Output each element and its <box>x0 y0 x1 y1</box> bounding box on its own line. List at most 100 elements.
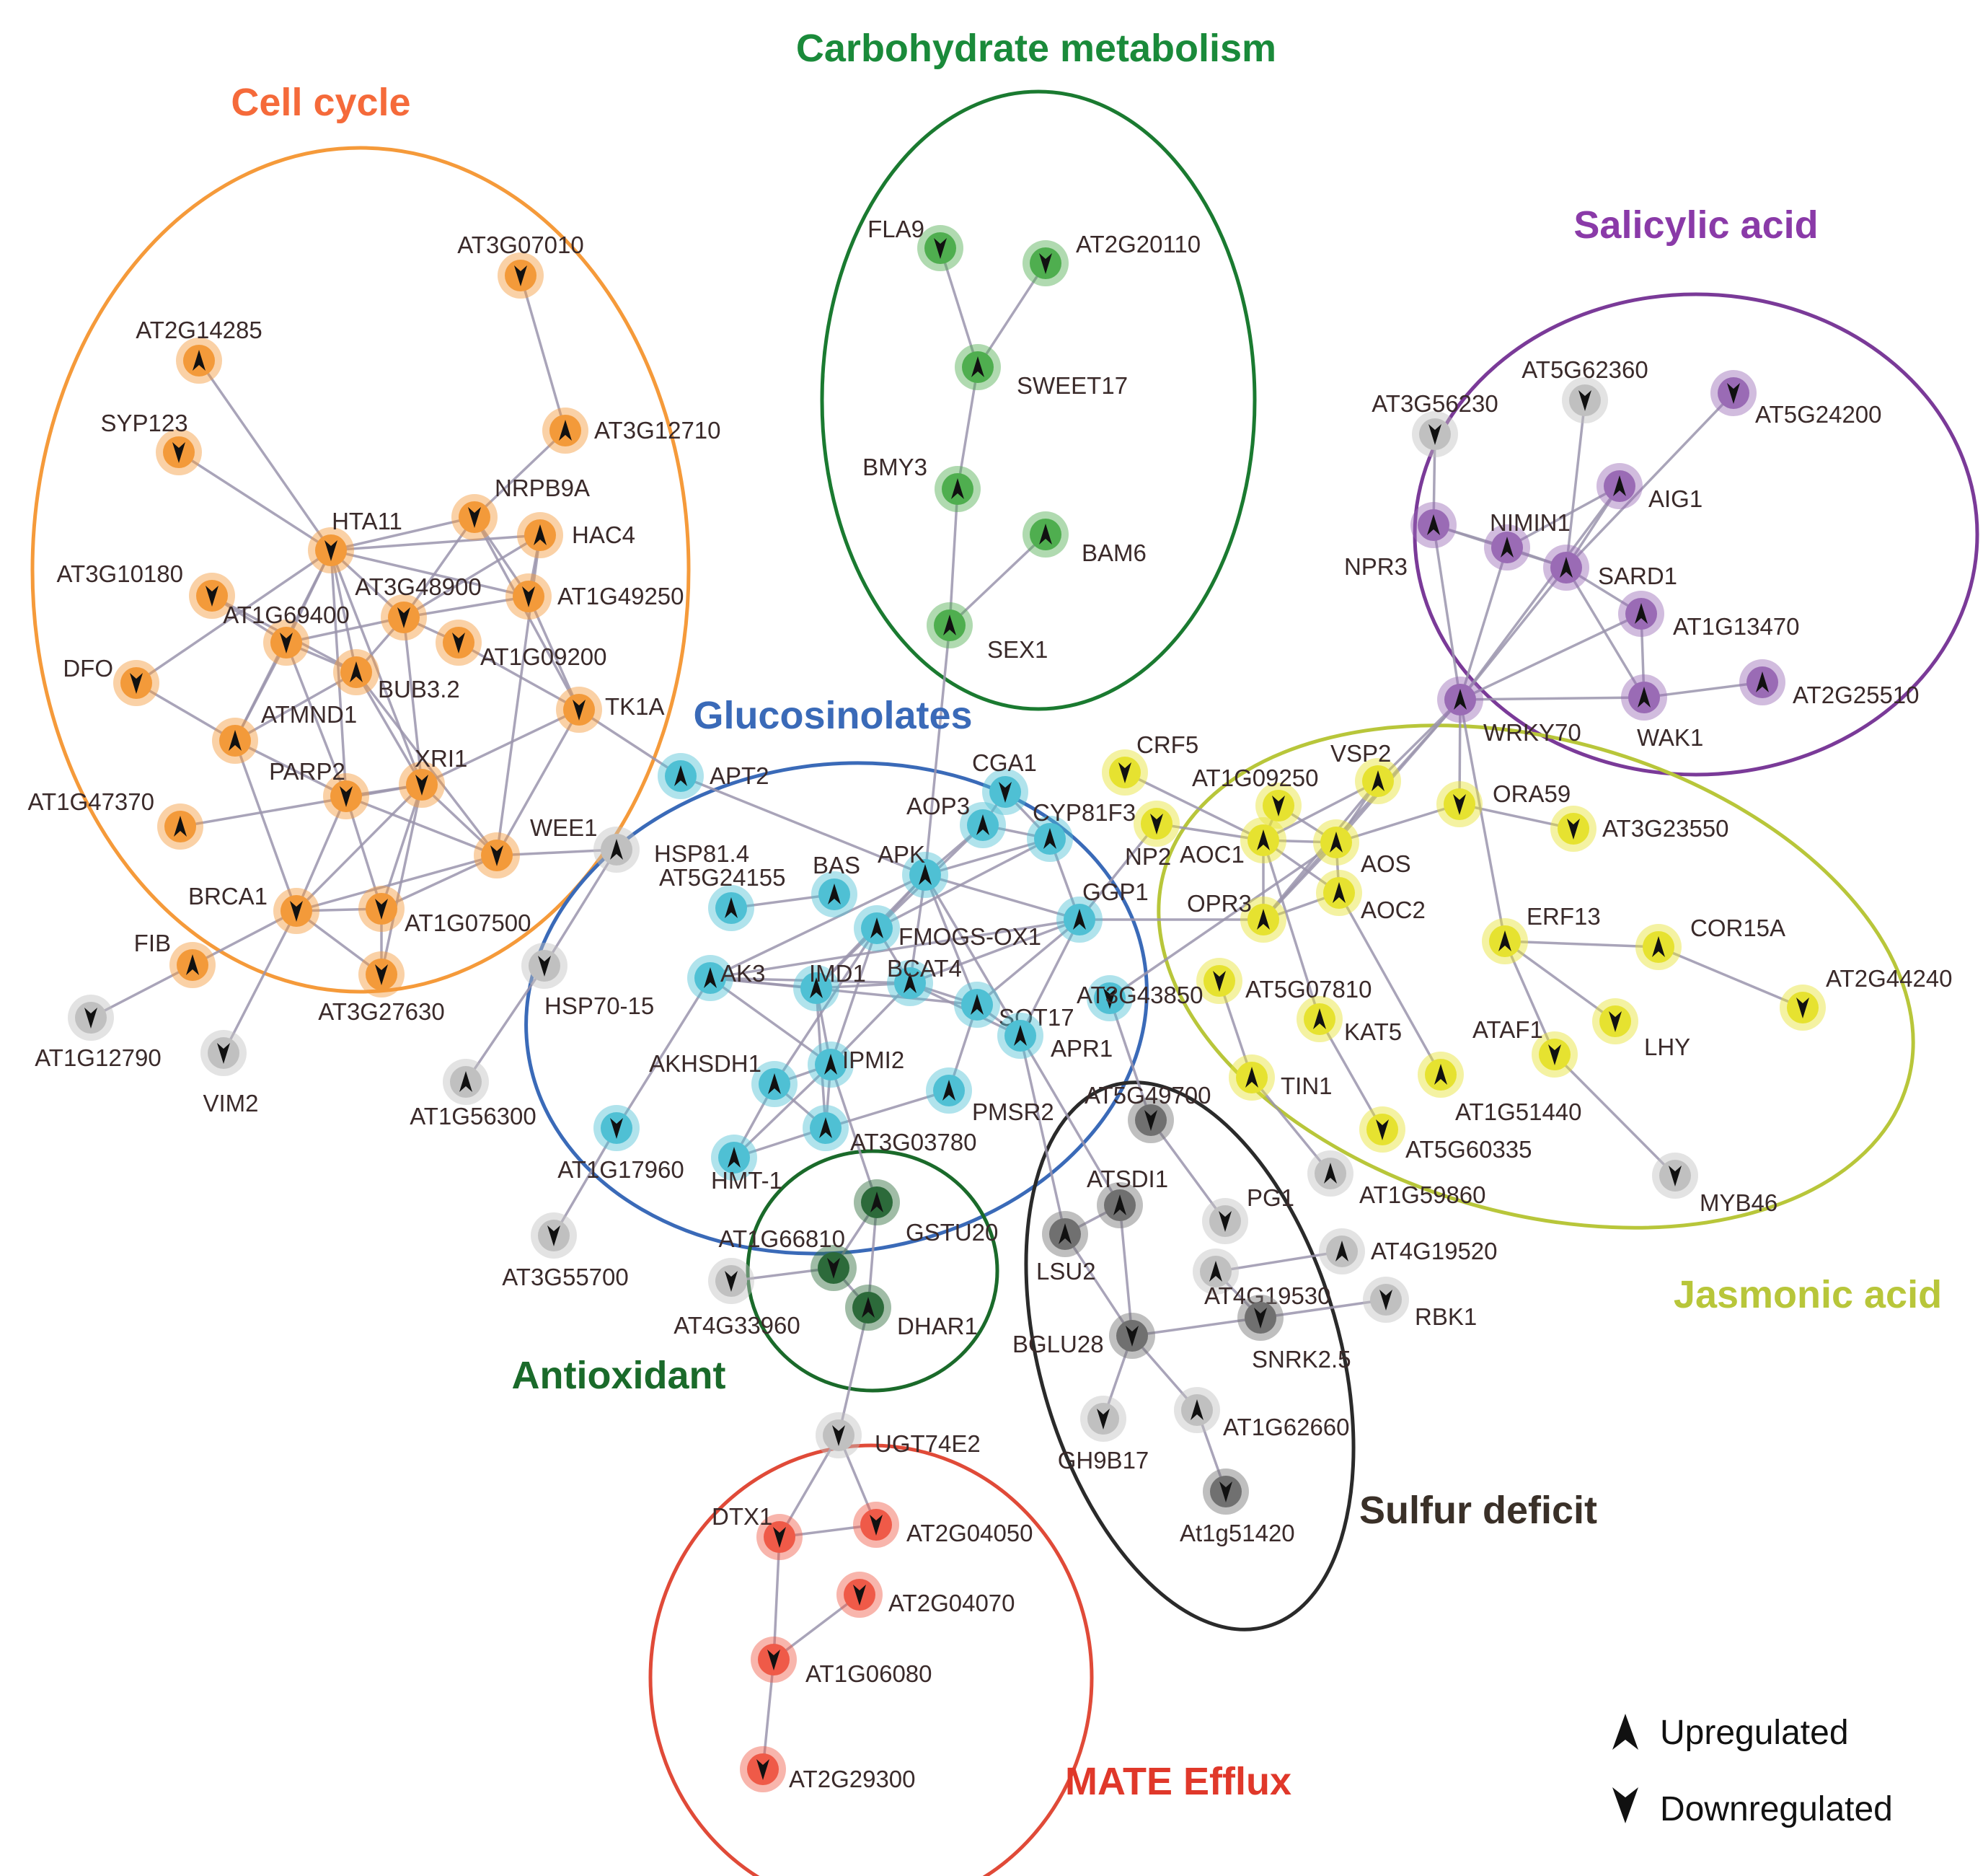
node-at1g12790[interactable]: AT1G12790 <box>35 995 162 1071</box>
node-at3g10180[interactable]: AT3G10180 <box>56 560 235 619</box>
node-at1g62660[interactable]: AT1G62660 <box>1174 1387 1350 1440</box>
node-syp123[interactable]: SYP123 <box>100 410 202 475</box>
node-rbk1[interactable]: RBK1 <box>1363 1277 1477 1330</box>
node-npr3[interactable]: NPR3 <box>1344 502 1457 580</box>
node-bmy3[interactable]: BMY3 <box>862 454 981 512</box>
node-vsp2[interactable]: VSP2 <box>1330 740 1401 804</box>
node-bam6[interactable]: BAM6 <box>1023 511 1147 566</box>
node-at1g17960[interactable]: AT1G17960 <box>557 1105 684 1183</box>
node-at5g62360[interactable]: AT5G62360 <box>1522 356 1648 423</box>
node-cga1[interactable]: CGA1 <box>972 749 1037 815</box>
node-at3g12710[interactable]: AT3G12710 <box>542 408 721 454</box>
node-bas[interactable]: BAS <box>811 852 860 917</box>
node-at2g44240[interactable]: AT2G44240 <box>1780 965 1953 1031</box>
node-at2g25510[interactable]: AT2G25510 <box>1739 659 1920 708</box>
node-wrky70[interactable]: WRKY70 <box>1437 677 1581 746</box>
node-at4g19530[interactable]: AT4G19530 <box>1193 1249 1331 1309</box>
node-at1g06080[interactable]: AT1G06080 <box>751 1637 932 1687</box>
node-np2[interactable]: NP2 <box>1125 801 1180 870</box>
node-at5g07810[interactable]: AT5G07810 <box>1196 958 1372 1004</box>
node-vim2[interactable]: VIM2 <box>200 1030 259 1117</box>
node-sex1[interactable]: SEX1 <box>927 602 1048 663</box>
node-at3g43850[interactable]: AT3G43850 <box>1077 975 1204 1021</box>
node-hta11[interactable]: HTA11 <box>308 508 402 573</box>
node-at2g14285[interactable]: AT2G14285 <box>136 317 262 384</box>
node-at1g47370[interactable]: AT1G47370 <box>27 788 203 850</box>
node-at1g09250[interactable]: AT1G09250 <box>1192 765 1319 829</box>
node-kat5[interactable]: KAT5 <box>1297 996 1402 1045</box>
node-at2g29300[interactable]: AT2G29300 <box>740 1746 916 1792</box>
node-hac4[interactable]: HAC4 <box>517 512 635 558</box>
node-bglu28[interactable]: BGLU28 <box>1012 1313 1155 1359</box>
node-at1g66810[interactable]: AT1G66810 <box>718 1225 857 1291</box>
node-ataf1[interactable]: ATAF1 <box>1472 1016 1578 1078</box>
node-pmsr2[interactable]: PMSR2 <box>926 1067 1054 1125</box>
node-lsu2[interactable]: LSU2 <box>1036 1211 1096 1285</box>
node-atmnd1[interactable]: ATMND1 <box>212 701 357 764</box>
node-apt2[interactable]: APT2 <box>658 753 769 799</box>
node-snrk2-5[interactable]: SNRK2.5 <box>1237 1295 1351 1373</box>
node-nimin1[interactable]: NIMIN1 <box>1484 509 1571 571</box>
node-at3g23550[interactable]: AT3G23550 <box>1550 806 1729 852</box>
node-opr3[interactable]: OPR3 <box>1187 890 1286 943</box>
node-ugt74e2[interactable]: UGT74E2 <box>816 1412 981 1458</box>
node-apk[interactable]: APK <box>878 841 948 898</box>
node-aig1[interactable]: AIG1 <box>1596 463 1702 512</box>
node-bub3-2[interactable]: BUB3.2 <box>333 649 460 703</box>
node-at1g59860[interactable]: AT1G59860 <box>1307 1150 1486 1208</box>
node-at2g20110[interactable]: AT2G20110 <box>1023 231 1201 286</box>
node-aoc1[interactable]: AOC1 <box>1180 817 1286 868</box>
node-hmt-1[interactable]: HMT-1 <box>711 1135 782 1194</box>
node-at2g04070[interactable]: AT2G04070 <box>836 1572 1015 1618</box>
node-gstu20[interactable]: GSTU20 <box>854 1179 998 1246</box>
node-at3g07010[interactable]: AT3G07010 <box>457 232 584 299</box>
node-myb46[interactable]: MYB46 <box>1652 1153 1777 1216</box>
node-tin1[interactable]: TIN1 <box>1229 1054 1333 1101</box>
node-at1g56300[interactable]: AT1G56300 <box>410 1059 536 1129</box>
node-nrpb9a[interactable]: NRPB9A <box>451 475 590 540</box>
node-fla9[interactable]: FLA9 <box>867 216 963 271</box>
node-akhsdh1[interactable]: AKHSDH1 <box>649 1050 798 1107</box>
node-at3g56230[interactable]: AT3G56230 <box>1372 390 1498 457</box>
node-at1g13470[interactable]: AT1G13470 <box>1618 591 1800 640</box>
node-xri1[interactable]: XRI1 <box>399 745 467 808</box>
node-at5g24200[interactable]: AT5G24200 <box>1710 370 1882 428</box>
node-at4g33960[interactable]: AT4G33960 <box>673 1258 800 1339</box>
node-sard1[interactable]: SARD1 <box>1543 545 1677 591</box>
node-pg1[interactable]: PG1 <box>1202 1184 1294 1244</box>
node-brca1[interactable]: BRCA1 <box>188 883 319 934</box>
node-apr1[interactable]: APR1 <box>997 1013 1113 1062</box>
node-at5g60335[interactable]: AT5G60335 <box>1359 1106 1532 1163</box>
node-lhy[interactable]: LHY <box>1592 998 1690 1060</box>
node-aop3[interactable]: AOP3 <box>906 793 1006 848</box>
node-erf13[interactable]: ERF13 <box>1482 903 1601 964</box>
node-ora59[interactable]: ORA59 <box>1436 780 1571 827</box>
node-at1g07500[interactable]: AT1G07500 <box>358 886 531 936</box>
node-hsp81-4[interactable]: HSP81.4 <box>593 827 749 873</box>
node-at1g69400[interactable]: AT1G69400 <box>223 602 350 666</box>
node-gh9b17[interactable]: GH9B17 <box>1058 1396 1149 1474</box>
node-cor15a[interactable]: COR15A <box>1635 915 1785 970</box>
node-dtx1[interactable]: DTX1 <box>712 1503 803 1560</box>
node-crf5[interactable]: CRF5 <box>1102 731 1198 796</box>
node-at5g24155[interactable]: AT5G24155 <box>659 864 786 931</box>
node-at1g51420[interactable]: At1g51420 <box>1180 1468 1295 1546</box>
node-wak1[interactable]: WAK1 <box>1621 674 1703 751</box>
node-at5g49700[interactable]: AT5G49700 <box>1085 1082 1211 1143</box>
node-at1g49250[interactable]: AT1G49250 <box>505 573 684 620</box>
node-wee1[interactable]: WEE1 <box>474 814 598 878</box>
node-hsp70-15[interactable]: HSP70-15 <box>521 943 654 1019</box>
node-ak3[interactable]: AK3 <box>687 955 765 1001</box>
node-at3g27630[interactable]: AT3G27630 <box>318 951 445 1025</box>
node-tk1a[interactable]: TK1A <box>556 687 665 733</box>
node-at4g19520[interactable]: AT4G19520 <box>1319 1228 1498 1274</box>
node-dfo[interactable]: DFO <box>63 655 159 706</box>
node-at2g04050[interactable]: AT2G04050 <box>853 1502 1033 1548</box>
node-fib[interactable]: FIB <box>134 930 216 988</box>
node-dhar1[interactable]: DHAR1 <box>845 1285 978 1339</box>
node-atsdi1[interactable]: ATSDI1 <box>1087 1166 1168 1228</box>
node-at1g09200[interactable]: AT1G09200 <box>436 620 607 670</box>
node-fmogs-ox1[interactable]: FMOGS-OX1 <box>854 905 1041 951</box>
node-ipmi2[interactable]: IPMI2 <box>808 1042 904 1088</box>
node-at3g55700[interactable]: AT3G55700 <box>502 1212 629 1290</box>
